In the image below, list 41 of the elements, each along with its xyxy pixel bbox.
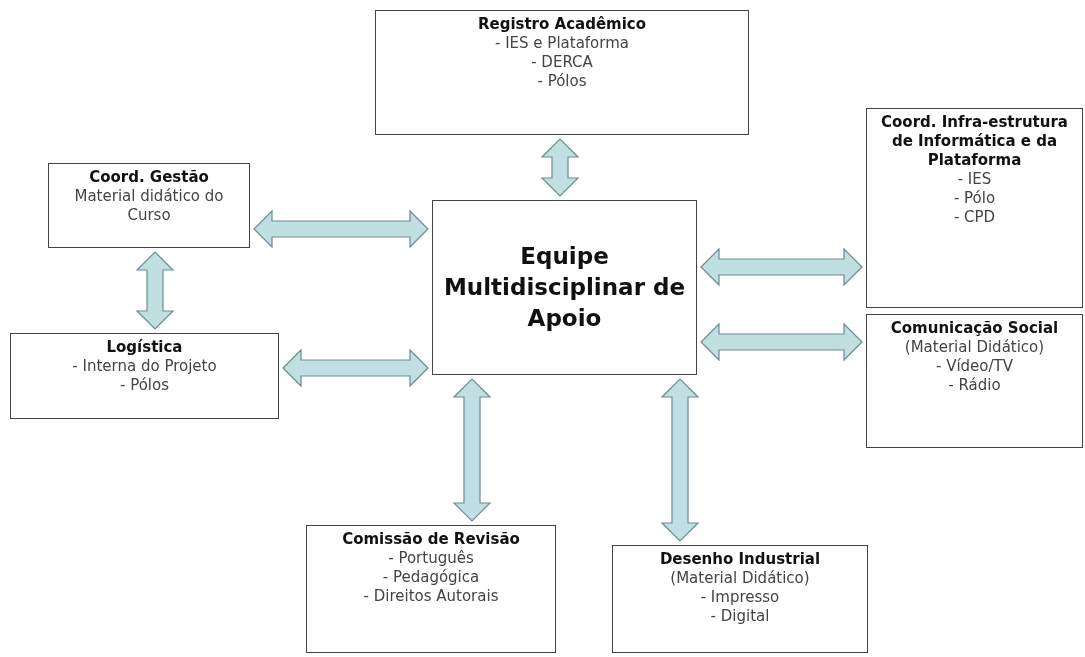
box-text: - Digital	[710, 607, 770, 626]
text-box	[306, 525, 556, 653]
box-text: Material didático do Curso	[73, 187, 225, 225]
box-text: - DERCA	[531, 53, 593, 72]
box-text: - Português	[388, 549, 474, 568]
box-text: - Direitos Autorais	[363, 587, 499, 606]
box-heading: Coord. Gestão	[89, 168, 209, 187]
box-text: - Rádio	[948, 376, 1001, 395]
box-text: - IES e Plataforma	[495, 34, 629, 53]
box-heading: Comissão de Revisão	[342, 530, 520, 549]
box-text: - Vídeo/TV	[936, 357, 1013, 376]
text-box	[10, 333, 279, 419]
box-text: - Interna do Projeto	[72, 357, 217, 376]
box-heading: Logística	[106, 338, 183, 357]
box-text: - Pólos	[120, 376, 169, 395]
double-arrow	[660, 378, 700, 542]
text-box	[866, 314, 1083, 448]
text-box	[612, 545, 868, 653]
text-box	[48, 163, 250, 248]
double-arrow	[135, 251, 175, 330]
box-heading: Coord. Infra-estrutura de Informática e da Plataforma	[880, 113, 1069, 170]
box-text: - CPD	[953, 208, 996, 227]
box-heading: Desenho Industrial	[659, 550, 821, 569]
box-text: - Impresso	[700, 588, 780, 607]
double-arrow	[253, 209, 429, 249]
double-arrow	[700, 247, 863, 287]
double-arrow	[700, 322, 863, 362]
box-text: - Pedagógica	[382, 568, 480, 587]
double-arrow	[452, 378, 492, 522]
box-heading: Comunicação Social (Material Didático)	[889, 319, 1060, 357]
text-box	[432, 200, 697, 375]
box-text: - Pólos	[537, 72, 587, 91]
box-text: - IES	[957, 170, 992, 189]
text-box	[866, 108, 1083, 308]
box-text: - Pólo	[953, 189, 996, 208]
box-heading: Registro Acadêmico	[477, 15, 647, 34]
box-heading: Equipe Multidisciplinar de Apoio	[442, 242, 687, 333]
box-text: (Material Didático)	[670, 569, 810, 588]
double-arrow	[540, 138, 580, 197]
double-arrow	[282, 348, 429, 388]
text-box	[375, 10, 749, 135]
